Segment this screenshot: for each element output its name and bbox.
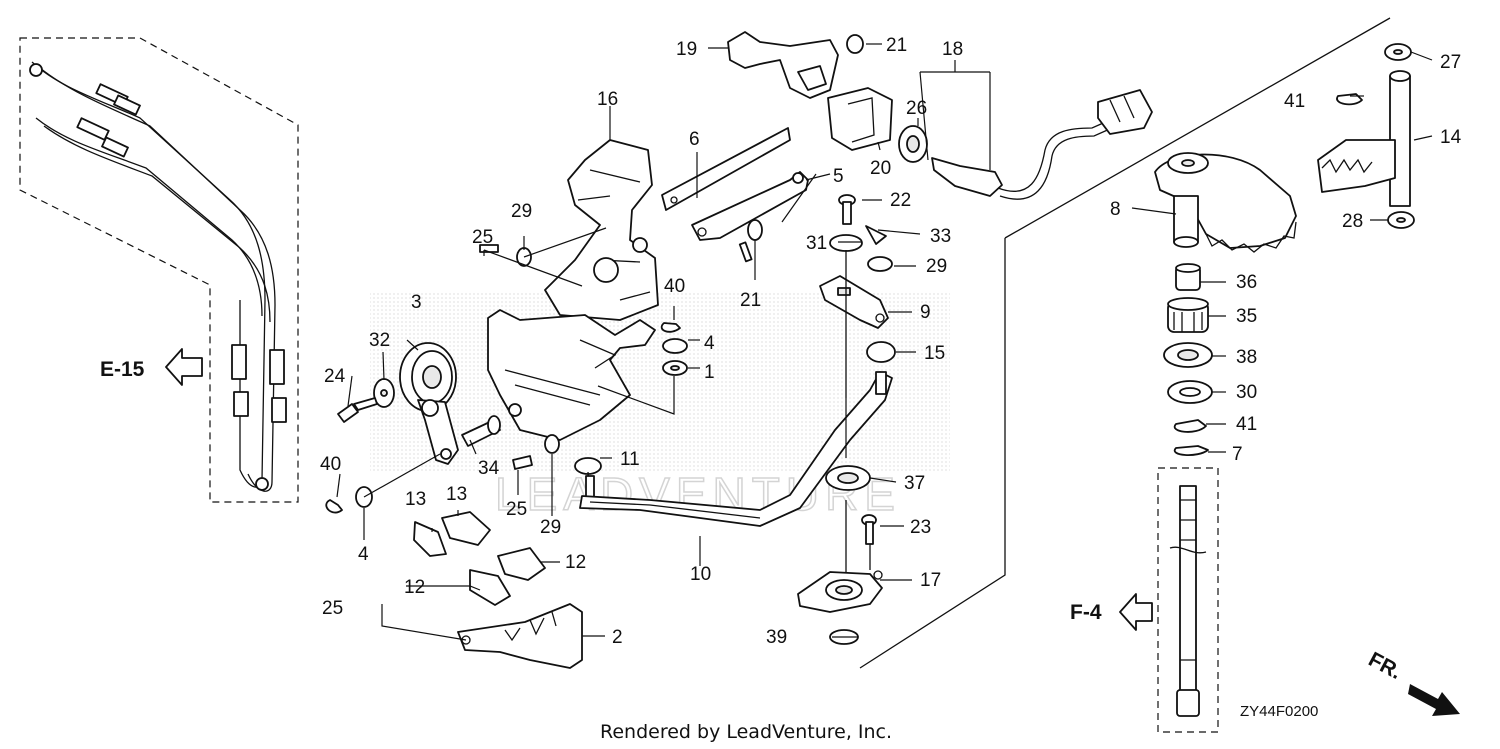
shift-bracket-base	[487, 309, 656, 441]
callout-28: 28	[1342, 211, 1363, 232]
footer-credit: Rendered by LeadVenture, Inc.	[600, 721, 892, 743]
part-22-31-33	[829, 194, 887, 398]
callout-22: 22	[890, 190, 911, 211]
callout-31: 31	[806, 233, 827, 254]
callout-13-right: 13	[446, 484, 467, 505]
callout-4-upper: 4	[704, 333, 715, 354]
e15-label: E-15	[100, 358, 145, 381]
callout-24: 24	[324, 366, 346, 387]
callout-15: 15	[924, 343, 945, 364]
callout-25-mid: 25	[506, 499, 527, 520]
callout-33: 33	[930, 226, 951, 247]
callout-10: 10	[690, 564, 711, 585]
callout-9: 9	[920, 302, 931, 323]
callout-29-right: 29	[926, 256, 947, 277]
callout-40-bottom: 40	[320, 454, 341, 475]
callout-27: 27	[1440, 52, 1461, 73]
callout-29-top: 29	[511, 201, 532, 222]
callout-36: 36	[1236, 272, 1257, 293]
callout-38: 38	[1236, 347, 1257, 368]
cable-group-outline	[19, 37, 299, 503]
part-10-shift-rod	[579, 371, 893, 527]
callout-14: 14	[1440, 127, 1462, 148]
part-2-plate	[457, 603, 583, 669]
part-37-17-39	[797, 465, 883, 645]
callout-21-mid: 21	[740, 290, 761, 311]
callout-35: 35	[1236, 306, 1257, 327]
callout-12-left: 12	[404, 577, 425, 598]
part-5-arm	[691, 171, 809, 241]
callout-4-lower: 4	[358, 544, 369, 565]
small-hardware-center	[660, 219, 763, 376]
callout-41-top: 41	[1284, 91, 1305, 112]
front-arrow-icon	[1408, 684, 1460, 716]
front-label: FR.	[1365, 648, 1406, 684]
callout-3: 3	[411, 292, 422, 313]
callout-19: 19	[676, 39, 697, 60]
part-19-bracket	[727, 31, 864, 99]
callout-25-bottom: 25	[322, 598, 343, 619]
callout-1: 1	[704, 362, 715, 383]
part-3-pulley	[399, 342, 459, 465]
callout-23: 23	[910, 517, 931, 538]
part-12-13-clips	[413, 511, 546, 606]
part-8-gear	[1154, 152, 1297, 253]
callout-12-right: 12	[565, 552, 586, 573]
f4-arrow-icon	[1119, 593, 1153, 631]
callout-21-top: 21	[886, 35, 907, 56]
callout-25-top: 25	[472, 227, 493, 248]
callout-6: 6	[689, 129, 700, 150]
callout-20: 20	[870, 158, 891, 179]
e15-arrow-icon	[165, 348, 203, 386]
shaft-group-outline	[1157, 467, 1219, 733]
callout-37: 37	[904, 473, 925, 494]
part-6-link	[661, 127, 791, 211]
callout-7: 7	[1232, 444, 1243, 465]
callout-26: 26	[906, 98, 927, 119]
callout-5: 5	[833, 166, 844, 187]
callout-13-left: 13	[405, 489, 426, 510]
diagram-code: ZY44F0200	[1240, 703, 1318, 720]
callout-11: 11	[620, 449, 640, 470]
callout-29-mid: 29	[540, 517, 561, 538]
callout-41-bottom: 41	[1236, 414, 1257, 435]
callout-39: 39	[766, 627, 787, 648]
front-indicator: FR.	[1365, 648, 1460, 716]
bearing-stack	[1163, 263, 1213, 456]
callout-32: 32	[369, 330, 390, 351]
callout-17: 17	[920, 570, 941, 591]
callout-8: 8	[1110, 199, 1121, 220]
f4-label: F-4	[1070, 601, 1102, 624]
part-14-shaft	[1317, 43, 1415, 229]
leader-lines	[336, 43, 1433, 641]
assembly-boundary	[859, 17, 1391, 669]
e15-reference: E-15	[100, 348, 203, 386]
vertical-shift-shaft	[1169, 485, 1207, 717]
part-18-switch	[898, 89, 1153, 200]
callout-16: 16	[597, 89, 618, 110]
callout-labels: 1 2 3 4 4 5 6 7 8 9 10 11 12 12 13 13 14…	[320, 35, 1462, 648]
part-20-cover	[827, 87, 893, 151]
callout-18: 18	[942, 39, 963, 60]
f4-reference: F-4	[1070, 593, 1153, 631]
control-cables	[29, 61, 287, 492]
part-9-lever	[819, 256, 896, 363]
callout-2: 2	[612, 627, 623, 648]
callout-30: 30	[1236, 382, 1257, 403]
callout-34: 34	[478, 458, 500, 479]
callout-40-top: 40	[664, 276, 685, 297]
small-hardware-left	[325, 244, 602, 514]
